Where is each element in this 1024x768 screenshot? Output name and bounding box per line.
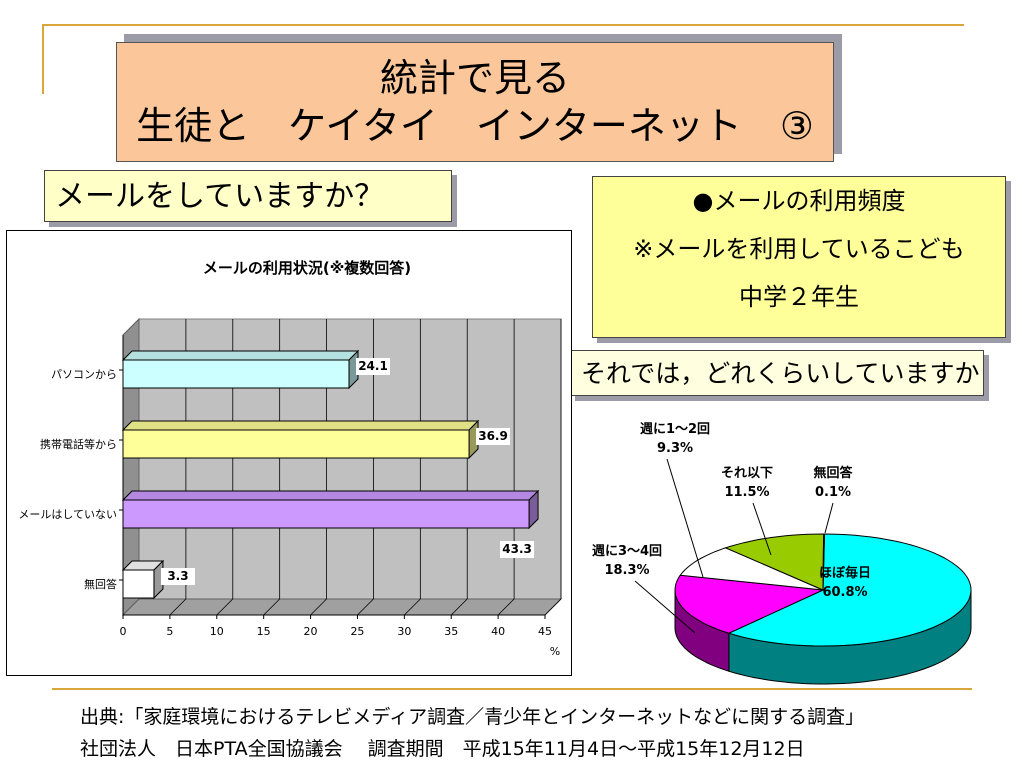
data-label-background <box>356 358 391 375</box>
bar <box>122 359 350 389</box>
pie-leader-line <box>752 502 772 556</box>
bar <box>122 429 470 459</box>
category-label: メールはしていない <box>18 508 117 521</box>
pie-slice <box>724 533 825 591</box>
pie-chart-svg: ほぼ毎日 60.8% 週に3～4回 18.3% 週に1～2回 9.3% それ以下 11.5% 無… <box>592 422 972 685</box>
data-label: 43.3 <box>502 542 532 556</box>
decorative-left-line <box>42 24 44 94</box>
x-tick-label: 15 <box>257 625 271 638</box>
pie-chart-area: ほぼ毎日 60.8% 週に3～4回 18.3% 週に1～2回 9.3% それ以下 11.5% 無… <box>575 405 995 685</box>
category-label: 携帯電話等から <box>40 437 117 451</box>
pie-slice-value: 0.1% <box>815 485 851 500</box>
x-tick-label: 25 <box>350 625 364 638</box>
frequency-note-line-1: ●メールの利用頻度 <box>692 187 906 215</box>
gridline-floor <box>404 598 421 616</box>
pie-slice <box>727 533 972 647</box>
bar <box>122 499 530 529</box>
x-tick-label: 5 <box>166 625 173 638</box>
pie-slice-label: 週に1～2回 <box>640 422 710 437</box>
pie-slice-label: それ以下 <box>721 466 773 481</box>
chart-title: メールの利用状況(※複数回答) <box>203 259 411 277</box>
decorative-top-line <box>42 24 964 26</box>
gridline-floor <box>357 598 374 616</box>
gridline-floor <box>544 598 562 616</box>
gridline-floor <box>169 598 187 616</box>
pie-slice-value: 18.3% <box>604 563 649 578</box>
bar-top-face <box>121 350 360 361</box>
source-line-1: 出典:「家庭環境におけるテレビメディア調査／青少年とインターネットなどに関する調… <box>80 706 865 728</box>
pie-slice-label: 無回答 <box>813 465 853 481</box>
x-tick-label: 10 <box>210 625 224 638</box>
x-tick-label: 40 <box>491 625 505 638</box>
gridline-floor <box>497 598 515 616</box>
pie-slice-label: 週に3～4回 <box>592 544 662 559</box>
decorative-bottom-line <box>52 688 972 690</box>
frequency-note-line-3: 中学２年生 <box>739 283 859 311</box>
category-label: 無回答 <box>84 577 117 591</box>
x-tick-label: 30 <box>397 625 411 638</box>
bar-chart-panel: メールの利用状況(※複数回答) 0 5 10 15 20 25 30 35 40 45% パソコンから… <box>6 230 572 676</box>
data-label: 36.9 <box>478 429 508 443</box>
x-axis-unit: % <box>550 645 560 658</box>
pie-slice-value: 9.3% <box>657 441 693 456</box>
pie-slice <box>822 533 826 591</box>
bar-chart-svg: メールの利用状況(※複数回答) 0 5 10 15 20 25 30 35 40 45% パソコンから… <box>18 259 563 658</box>
gridline-floor <box>216 598 234 616</box>
data-label-background <box>160 568 195 585</box>
x-tick-label: 35 <box>444 625 458 638</box>
bar <box>122 569 155 599</box>
data-label: 24.1 <box>358 359 388 373</box>
pie-slice-label: ほぼ毎日 <box>819 565 871 581</box>
followup-question-box: それでは，どれくらいしていますか <box>570 350 984 396</box>
gridline-floor <box>450 598 468 616</box>
gridline-floor <box>310 598 327 616</box>
bar-top-face <box>121 420 480 431</box>
question-box: メールをしていますか？ <box>44 170 452 222</box>
gridline-floor <box>263 598 280 616</box>
x-tick-label: 0 <box>120 625 127 638</box>
x-tick-label: 20 <box>304 625 318 638</box>
plot-floor <box>121 598 563 616</box>
title-line-2: 生徒と ケイタイ インターネット ③ <box>136 104 814 148</box>
pie-slice <box>674 574 825 634</box>
title-box: 統計で見る 生徒と ケイタイ インターネット ③ <box>116 42 834 162</box>
x-tick-label: 45 <box>538 625 552 638</box>
data-label-background <box>500 541 535 558</box>
bar-top-face <box>121 490 540 501</box>
frequency-note-line-2: ※メールを利用しているこども <box>633 235 965 263</box>
frequency-note-box: ●メールの利用頻度 ※メールを利用しているこども 中学２年生 <box>592 176 1006 338</box>
pie-slice-value: 11.5% <box>724 485 769 500</box>
data-label: 3.3 <box>167 569 188 583</box>
pie-leader-line <box>666 458 704 578</box>
source-line-2: 社団法人 日本PTA全国協議会 調査期間 平成15年11月4日～平成15年12月… <box>80 738 805 760</box>
category-label: パソコンから <box>51 368 117 381</box>
title-line-1: 統計で見る <box>379 56 570 100</box>
data-label-background <box>476 428 511 445</box>
pie-slice-value: 60.8% <box>822 585 867 600</box>
pie-leader-line <box>824 502 834 534</box>
pie-leader-line <box>634 580 696 634</box>
